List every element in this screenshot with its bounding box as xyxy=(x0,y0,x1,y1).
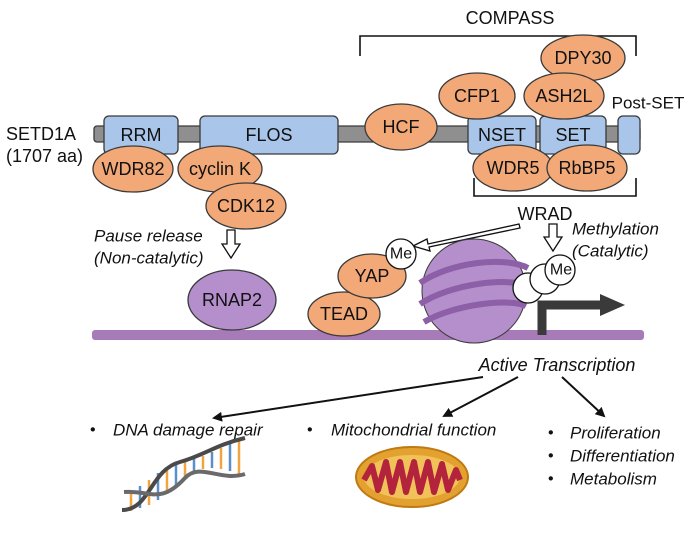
mito-function-text: Mitochondrial function xyxy=(331,421,496,440)
protein-name: SETD1A xyxy=(6,124,76,144)
mitochondrion-icon xyxy=(355,446,469,508)
non-catalytic-text: (Non-catalytic) xyxy=(94,249,204,268)
methyl-mark-yap xyxy=(385,238,417,270)
rbbp5-binder xyxy=(546,144,628,192)
methylation-arrow xyxy=(542,223,564,253)
tead-factor xyxy=(307,291,381,337)
bullet-dna: • xyxy=(90,422,96,439)
bullet-mito: • xyxy=(307,422,313,439)
me-label-yap: Me xyxy=(390,246,412,263)
wrad-bracket xyxy=(473,178,637,197)
pause-release-arrow xyxy=(220,229,242,260)
rbbp5-label: RbBP5 xyxy=(558,158,615,178)
bullet-metab: • xyxy=(548,471,554,488)
ash2l-label: ASH2L xyxy=(535,86,592,106)
dna-helix-icon xyxy=(121,436,246,512)
active-transcription-text: Active Transcription xyxy=(478,355,636,375)
flos-domain xyxy=(199,115,339,155)
pause-release-text: Pause release xyxy=(94,227,203,246)
arrow-to-mito xyxy=(442,376,519,417)
tss-arrow xyxy=(537,294,625,335)
wdr82-binder xyxy=(92,145,174,193)
rnap2-label: RNAP2 xyxy=(202,290,262,310)
protein-length: (1707 aa) xyxy=(6,146,83,166)
arrow-to-proliferation xyxy=(561,376,606,418)
yap-factor xyxy=(337,253,407,299)
bullet-diff: • xyxy=(548,448,554,465)
tead-label: TEAD xyxy=(320,304,368,324)
bullet-prolif: • xyxy=(548,425,554,442)
cyclink-label: cyclin K xyxy=(189,159,251,179)
dna-track xyxy=(92,330,644,340)
cfp1-binder xyxy=(438,72,516,120)
set-label: SET xyxy=(555,125,590,145)
me-label-histone: Me xyxy=(550,262,572,279)
wrad-to-me-arrow xyxy=(411,223,521,252)
wdr5-label: WDR5 xyxy=(487,158,540,178)
dna-repair-text: DNA damage repair xyxy=(113,421,264,440)
methylation-text: Methylation xyxy=(572,220,659,239)
metabolism-text: Metabolism xyxy=(570,470,657,489)
arrow-to-dna-repair xyxy=(212,376,484,422)
cdk12-binder xyxy=(205,182,287,230)
proliferation-text: Proliferation xyxy=(570,424,661,443)
dpy30-label: DPY30 xyxy=(554,48,611,68)
compass-label: COMPASS xyxy=(466,8,555,28)
catalytic-text: (Catalytic) xyxy=(572,242,649,261)
postset-domain xyxy=(617,115,641,155)
wdr82-label: WDR82 xyxy=(101,159,164,179)
hcf-label: HCF xyxy=(383,117,420,137)
cfp1-label: CFP1 xyxy=(454,86,500,106)
compass-bracket xyxy=(359,35,637,56)
hcf-binder xyxy=(364,103,438,151)
wrad-label: WRAD xyxy=(518,204,573,224)
rrm-label: RRM xyxy=(121,125,162,145)
flos-label: FLOS xyxy=(245,125,292,145)
postset-label: Post-SET xyxy=(612,94,685,113)
yap-label: YAP xyxy=(355,266,390,286)
rnap2-factor xyxy=(187,269,277,331)
ash2l-binder xyxy=(523,72,605,120)
cdk12-label: CDK12 xyxy=(217,196,275,216)
differentiation-text: Differentiation xyxy=(570,447,675,466)
nset-label: NSET xyxy=(478,125,526,145)
methyl-mark-histone-3 xyxy=(544,254,576,286)
